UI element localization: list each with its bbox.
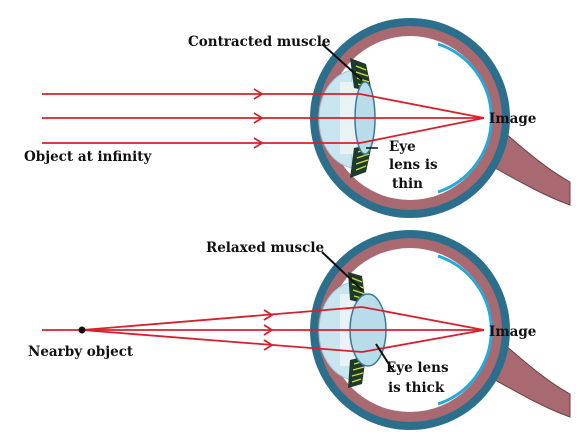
top-object-label: Object at infinity [24, 149, 152, 165]
top-muscle-pointer [321, 43, 363, 81]
bottom-muscle-pointer [321, 251, 363, 291]
bottom-ray-arrows [263, 309, 274, 351]
top-lens-label-line3: thin [392, 176, 423, 192]
top-image-label: Image [489, 111, 536, 127]
nearby-object-point [78, 326, 86, 334]
bottom-arrow-3 [263, 339, 274, 351]
top-lens-label-line1: Eye [389, 139, 416, 155]
bottom-optic-nerve [494, 344, 571, 418]
bottom-image-label: Image [489, 324, 536, 340]
bottom-ray-converge-lower [361, 329, 485, 353]
bottom-object-label: Nearby object [28, 344, 134, 360]
bottom-lens-label-line1: Eye lens [386, 360, 449, 376]
bottom-arrow-1 [263, 309, 274, 321]
bottom-ray-diverge-lower [81, 329, 363, 353]
bottom-ray-converge-upper [361, 306, 485, 331]
bottom-arrow-2 [263, 324, 274, 336]
top-optic-nerve [494, 132, 571, 206]
top-arrow-3 [253, 137, 264, 149]
top-lens-label-line2: lens is [389, 157, 438, 173]
top-retina [437, 42, 493, 194]
top-contracted-muscle-label: Contracted muscle [188, 34, 330, 50]
top-arrow-2 [253, 112, 264, 124]
top-rays [42, 93, 485, 144]
bottom-retina [437, 254, 493, 406]
top-arrow-1 [253, 88, 264, 100]
top-ray-upper-converge [359, 93, 485, 119]
bottom-relaxed-muscle-label: Relaxed muscle [206, 240, 324, 256]
bottom-lens-pointer [375, 343, 395, 373]
top-ray-lower-converge [359, 117, 485, 144]
bottom-ray-diverge-upper [81, 306, 363, 331]
bottom-rays [42, 306, 485, 353]
bottom-lens-label-line2: is thick [388, 380, 445, 396]
top-ray-arrows [253, 88, 264, 149]
